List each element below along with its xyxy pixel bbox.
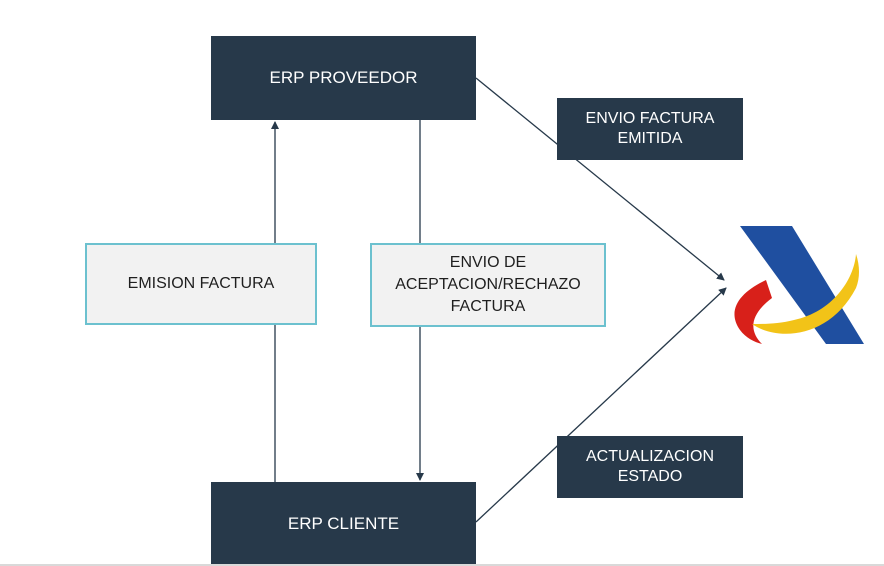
emision-factura-box: EMISION FACTURA: [85, 243, 317, 325]
envio-aceptacion-box: ENVIO DE ACEPTACION/RECHAZO FACTURA: [370, 243, 606, 327]
erp-cliente-box: ERP CLIENTE: [211, 482, 476, 566]
erp-proveedor-label: ERP PROVEEDOR: [269, 68, 418, 87]
actualizacion-estado-label: ACTUALIZACION ESTADO: [585, 448, 714, 485]
arrow-cliente-to-agency: [475, 287, 727, 523]
actualizacion-estado-tag: ACTUALIZACION ESTADO: [557, 436, 743, 498]
envio-factura-emitida-tag: ENVIO FACTURA EMITIDA: [557, 98, 743, 160]
erp-cliente-label: ERP CLIENTE: [287, 514, 400, 533]
envio-factura-emitida-label: ENVIO FACTURA EMITIDA: [585, 110, 715, 147]
bottom-divider: [0, 564, 884, 566]
erp-proveedor-box: ERP PROVEEDOR: [211, 36, 476, 120]
agency-logo-icon: [734, 226, 864, 344]
arrow-proveedor-to-agency: [475, 77, 725, 281]
emision-factura-label: EMISION FACTURA: [127, 275, 275, 292]
envio-aceptacion-label: ENVIO DE ACEPTACION/RECHAZO FACTURA: [395, 254, 581, 315]
